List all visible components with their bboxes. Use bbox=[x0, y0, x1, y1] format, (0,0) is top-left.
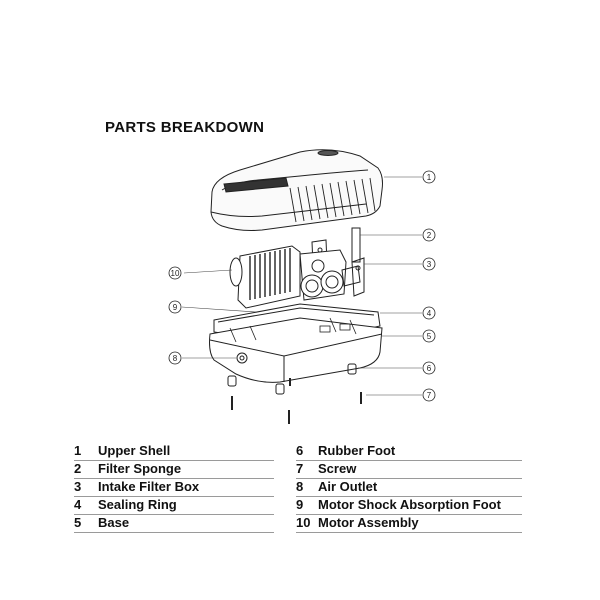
callout-number-5: 5 bbox=[427, 332, 432, 341]
callout-number-8: 8 bbox=[173, 354, 178, 363]
diagram-title: PARTS BREAKDOWN bbox=[105, 119, 265, 136]
callout-circle-7 bbox=[422, 388, 436, 402]
callout-circle-3 bbox=[422, 257, 436, 271]
callout-circle-5 bbox=[422, 329, 436, 343]
callout-circle-2 bbox=[422, 228, 436, 242]
callout-number-2: 2 bbox=[427, 231, 432, 240]
callout-number-1: 1 bbox=[427, 173, 432, 182]
callout-circle-6 bbox=[422, 361, 436, 375]
upper-shell-drawing bbox=[210, 149, 383, 231]
callout-circle-1 bbox=[422, 170, 436, 184]
callout-number-10: 10 bbox=[171, 269, 180, 278]
callout-circle-8 bbox=[168, 351, 182, 365]
callout-circle-9 bbox=[168, 300, 182, 314]
callout-number-6: 6 bbox=[427, 364, 432, 373]
motor-assembly-drawing bbox=[229, 245, 361, 309]
callout-number-3: 3 bbox=[427, 260, 432, 269]
callout-number-7: 7 bbox=[427, 391, 432, 400]
callout-circle-4 bbox=[422, 306, 436, 320]
feet-and-screws-drawing bbox=[227, 363, 362, 424]
callout-circle-10 bbox=[168, 266, 182, 280]
callout-number-4: 4 bbox=[427, 309, 432, 318]
base-drawing bbox=[209, 303, 383, 383]
callout-number-9: 9 bbox=[173, 303, 178, 312]
